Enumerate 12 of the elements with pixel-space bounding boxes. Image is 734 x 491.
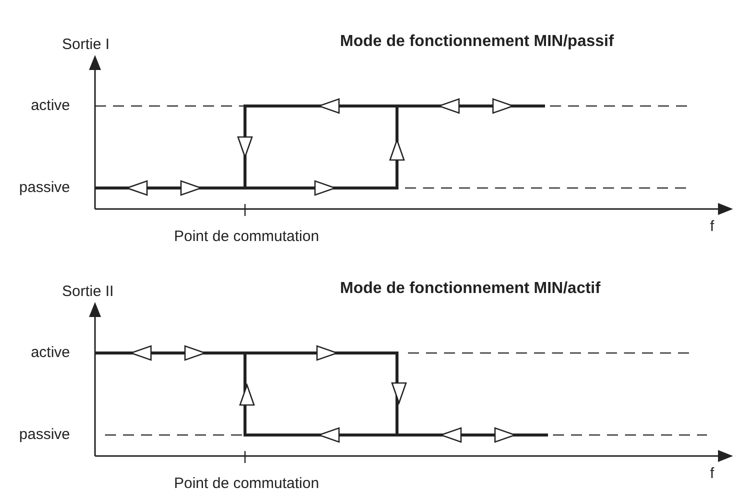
axis-label: f: [710, 465, 714, 483]
axis-label: Point de commutation: [174, 475, 320, 491]
axis-title: Sortie I: [62, 36, 110, 54]
level-label: active: [30, 344, 70, 362]
axis-label: Point de commutation: [174, 228, 320, 246]
axis-title: Sortie II: [62, 283, 114, 301]
level-label: active: [30, 97, 70, 115]
level-label: passive: [18, 426, 70, 444]
level-label: passive: [18, 179, 70, 197]
panel-heading: Mode de fonctionnement MIN/passif: [340, 33, 614, 51]
axis-label: f: [710, 218, 714, 236]
panel-heading: Mode de fonctionnement MIN/actif: [340, 280, 600, 298]
